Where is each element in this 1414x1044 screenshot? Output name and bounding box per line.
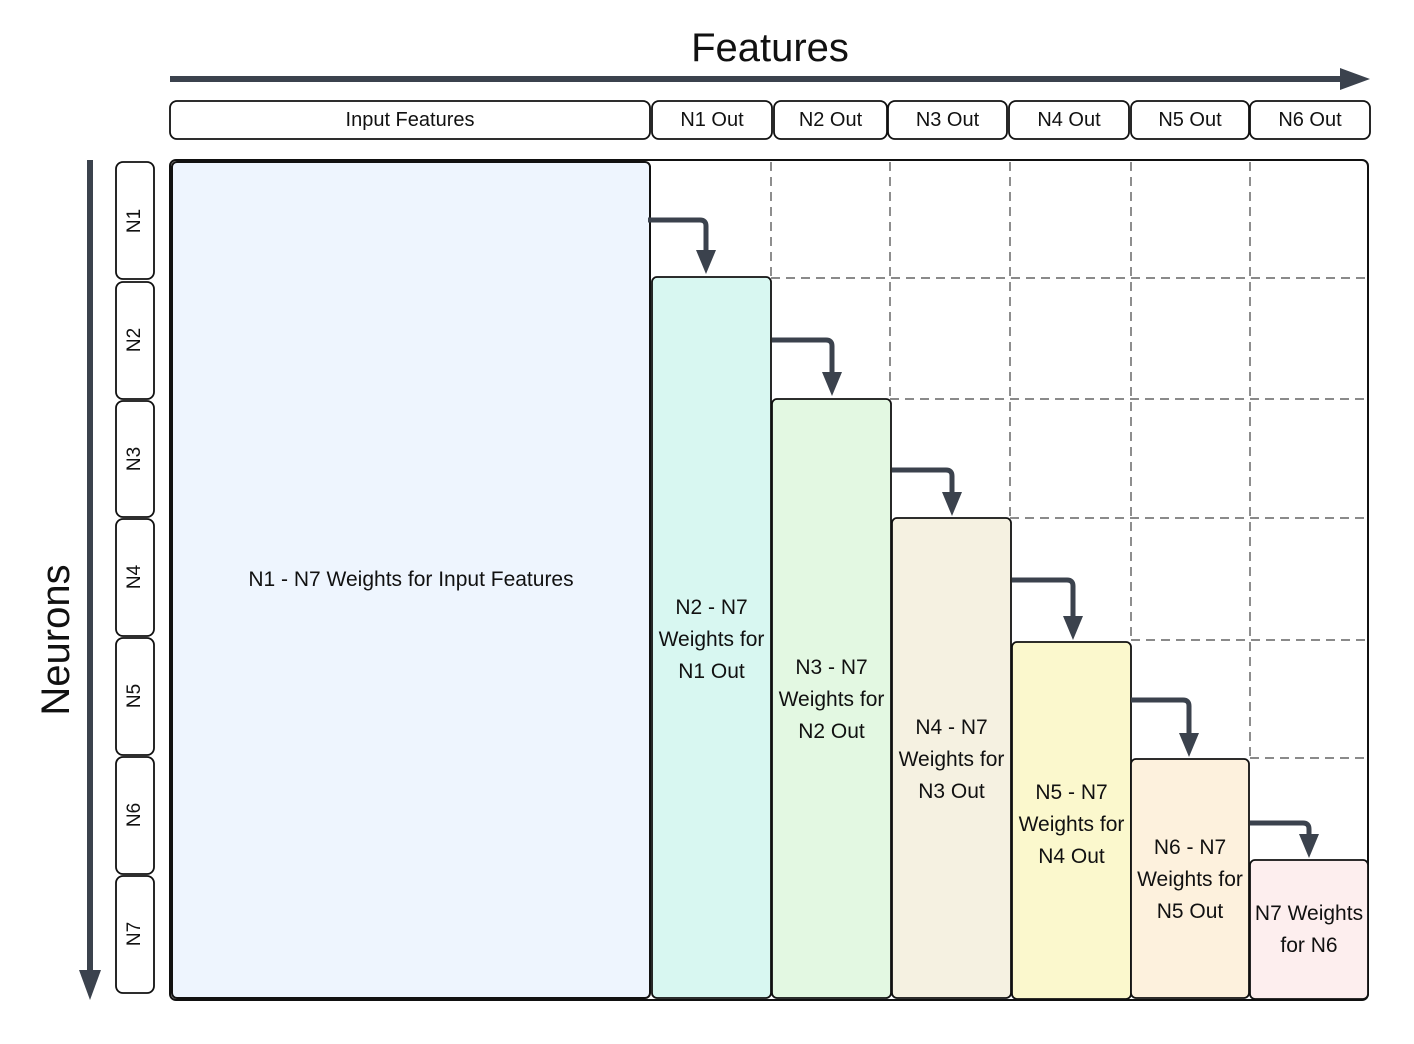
header-box-n1-out <box>651 100 773 140</box>
column-header-n4-out: N4 Out <box>1037 108 1101 131</box>
row-header-n4: N4 <box>124 564 145 590</box>
arrow-2 <box>772 337 835 376</box>
column-header-n5-out: N5 Out <box>1158 108 1222 131</box>
arrow-3 <box>892 467 955 496</box>
row-header-n7: N7 <box>124 921 145 947</box>
arrowhead-2 <box>822 372 842 396</box>
row-box-n1 <box>115 161 155 280</box>
header-box-n6-out <box>1249 100 1371 140</box>
column-header-input-features: Input Features <box>345 108 475 131</box>
header-box-n3-out <box>887 100 1008 140</box>
row-box-n2 <box>115 281 155 400</box>
row-box-n7 <box>115 875 155 994</box>
block-label-input-features: N1 - N7 Weights for Input Features <box>248 568 574 591</box>
block-label-n6: N7 Weights for N6 <box>1254 902 1364 957</box>
block-n5-out <box>1130 758 1250 999</box>
row-box-n4 <box>115 518 155 637</box>
arrow-4 <box>1012 577 1076 620</box>
arrowhead-6 <box>1299 834 1319 858</box>
arrowhead-4 <box>1063 616 1083 640</box>
block-n2-out <box>771 398 892 999</box>
block-n1-out <box>651 276 772 999</box>
block-n6 <box>1249 859 1369 1000</box>
neurons-axis-arrowhead <box>79 970 101 1000</box>
block-label-n1-out: N2 - N7 Weights for N1 Out <box>658 596 765 683</box>
block-label-n5-out: N6 - N7 Weights for N5 Out <box>1137 836 1243 923</box>
row-header-n1: N1 <box>124 208 145 234</box>
block-label-n4-out: N5 - N7 Weights for N4 Out <box>1018 781 1125 868</box>
row-header-boxes <box>115 161 155 994</box>
arrowhead-3 <box>942 492 962 516</box>
row-header-n5: N5 <box>124 683 145 709</box>
staircase-arrowheads <box>696 250 1319 858</box>
staircase-arrows <box>648 217 1312 838</box>
column-header-n1-out: N1 Out <box>680 108 744 131</box>
column-header-n3-out: N3 Out <box>915 108 980 131</box>
row-header-n6: N6 <box>124 802 145 828</box>
column-header-boxes <box>169 100 1371 140</box>
row-box-n5 <box>115 637 155 756</box>
row-header-n2: N2 <box>124 327 145 353</box>
row-header-n3: N3 <box>124 446 145 472</box>
dashed-grid <box>770 162 1366 759</box>
arrowhead-1 <box>696 250 716 274</box>
row-box-n3 <box>115 400 155 518</box>
weight-blocks <box>171 161 1369 1000</box>
features-axis-title: Features <box>691 26 849 70</box>
neurons-axis-title: Neurons <box>34 564 78 716</box>
block-label-n2-out: N3 - N7 Weights for N2 Out <box>778 656 885 743</box>
header-box-n5-out <box>1130 100 1250 140</box>
arrow-1 <box>648 217 709 254</box>
column-header-n2-out: N2 Out <box>798 108 863 131</box>
features-axis-arrowhead <box>1340 68 1370 90</box>
row-box-n6 <box>115 756 155 875</box>
block-input-features <box>171 161 651 999</box>
arrow-5 <box>1131 697 1192 737</box>
block-label-n3-out: N4 - N7 Weights for N3 Out <box>898 716 1005 803</box>
header-box-n4-out <box>1008 100 1130 140</box>
arrowhead-5 <box>1179 733 1199 757</box>
block-n3-out <box>891 517 1012 999</box>
column-header-n6-out: N6 Out <box>1278 108 1342 131</box>
arrow-6 <box>1250 820 1312 838</box>
header-box-input-features <box>169 100 651 140</box>
header-box-n2-out <box>773 100 888 140</box>
